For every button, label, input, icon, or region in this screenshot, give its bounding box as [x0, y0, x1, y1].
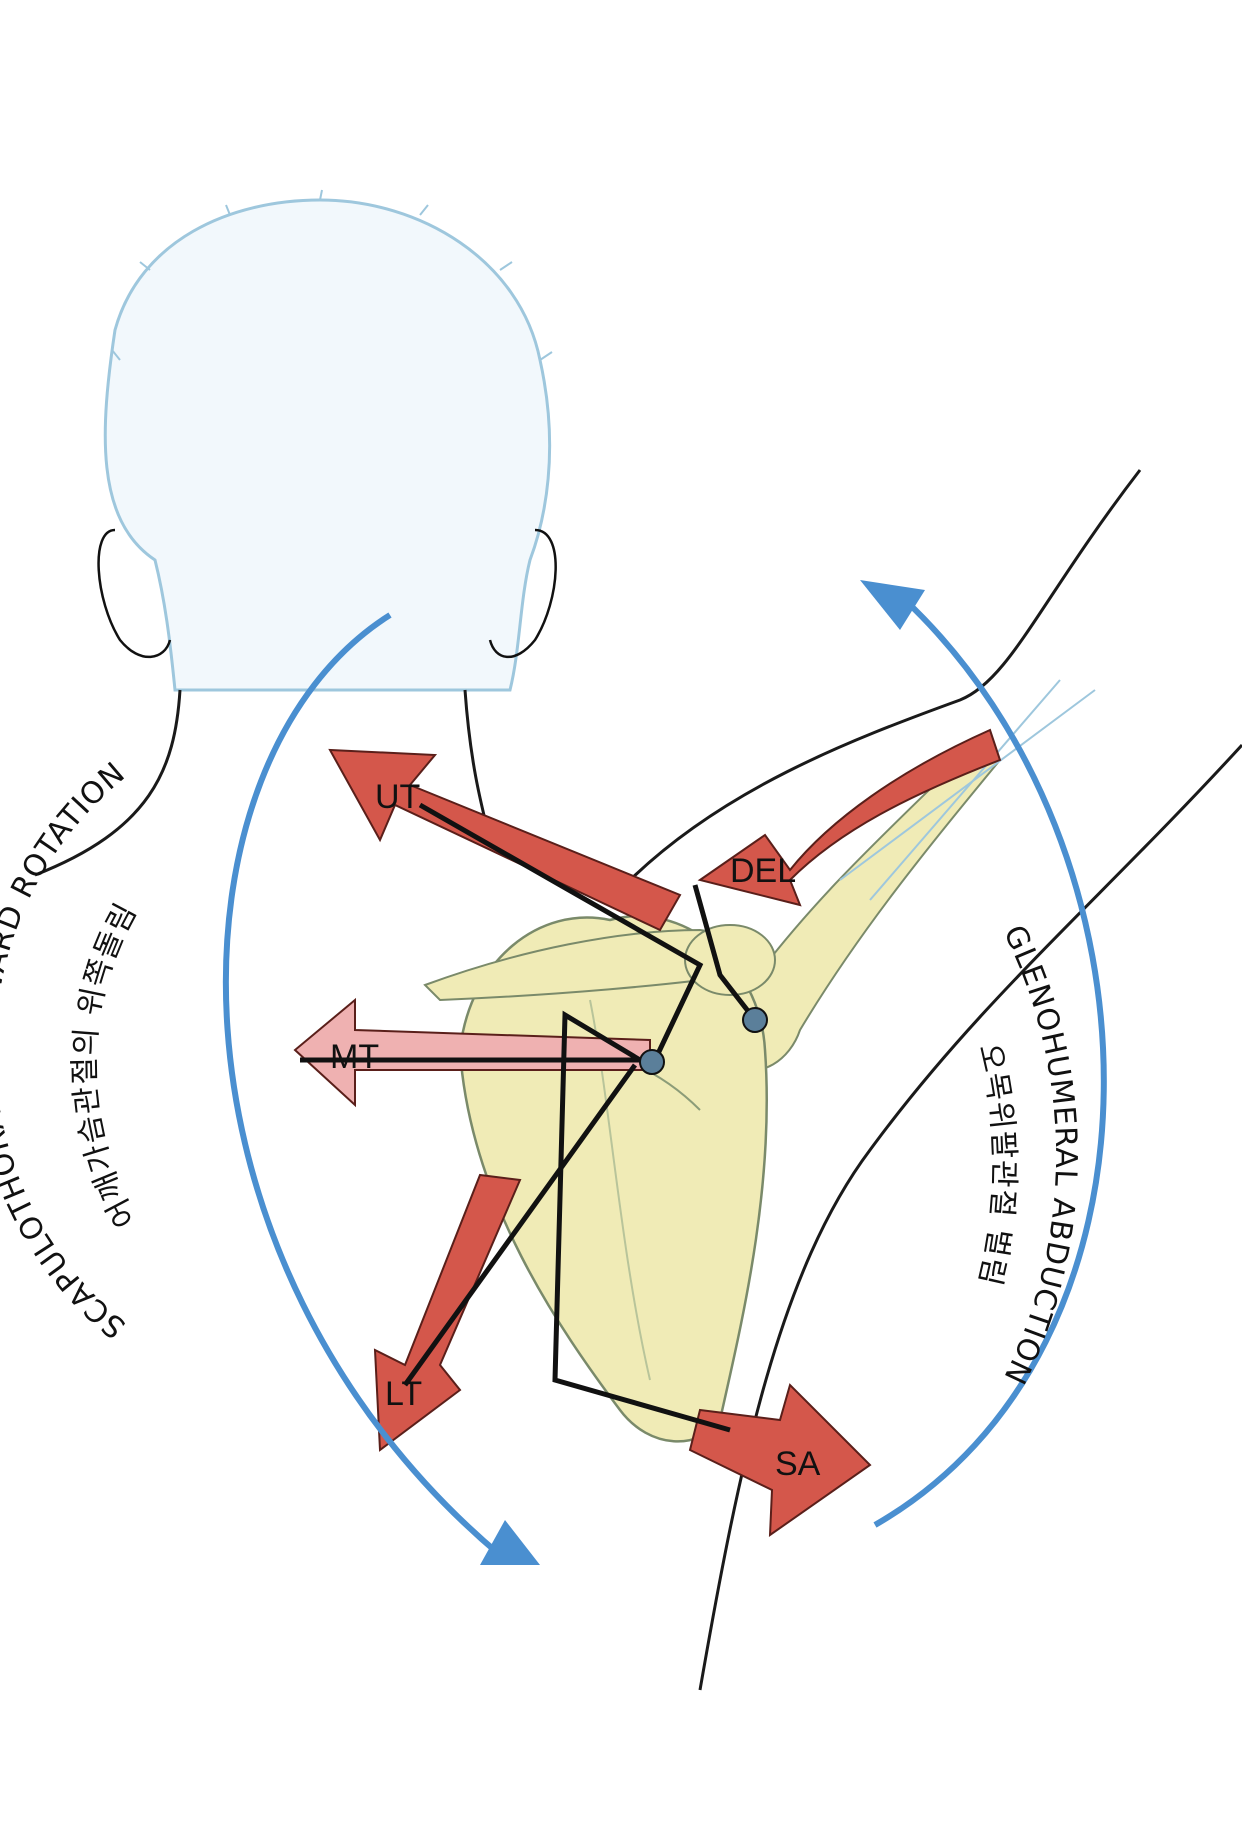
sa-label: SA — [775, 1445, 821, 1483]
scapulothoracic-label-en: SCAPULOTHORACIC UPWARD ROTATION — [0, 755, 132, 1345]
glenohumeral-joint-dot — [743, 1008, 767, 1032]
scapulothoracic-label-ko: 어깨가슴관절의 위쪽돌림 — [68, 897, 144, 1233]
head-outline — [99, 190, 556, 690]
lt-label: LT — [385, 1375, 422, 1413]
del-label: DEL — [730, 852, 796, 890]
glenohumeral-label-ko: 오목위팔관절 벌림 — [971, 1040, 1021, 1289]
glenohumeral-arrowhead — [860, 580, 925, 630]
ut-label: UT — [375, 778, 420, 816]
ut-arrow — [330, 750, 680, 930]
acromioclavicular-joint-dot — [640, 1050, 664, 1074]
mt-label: MT — [330, 1038, 379, 1076]
